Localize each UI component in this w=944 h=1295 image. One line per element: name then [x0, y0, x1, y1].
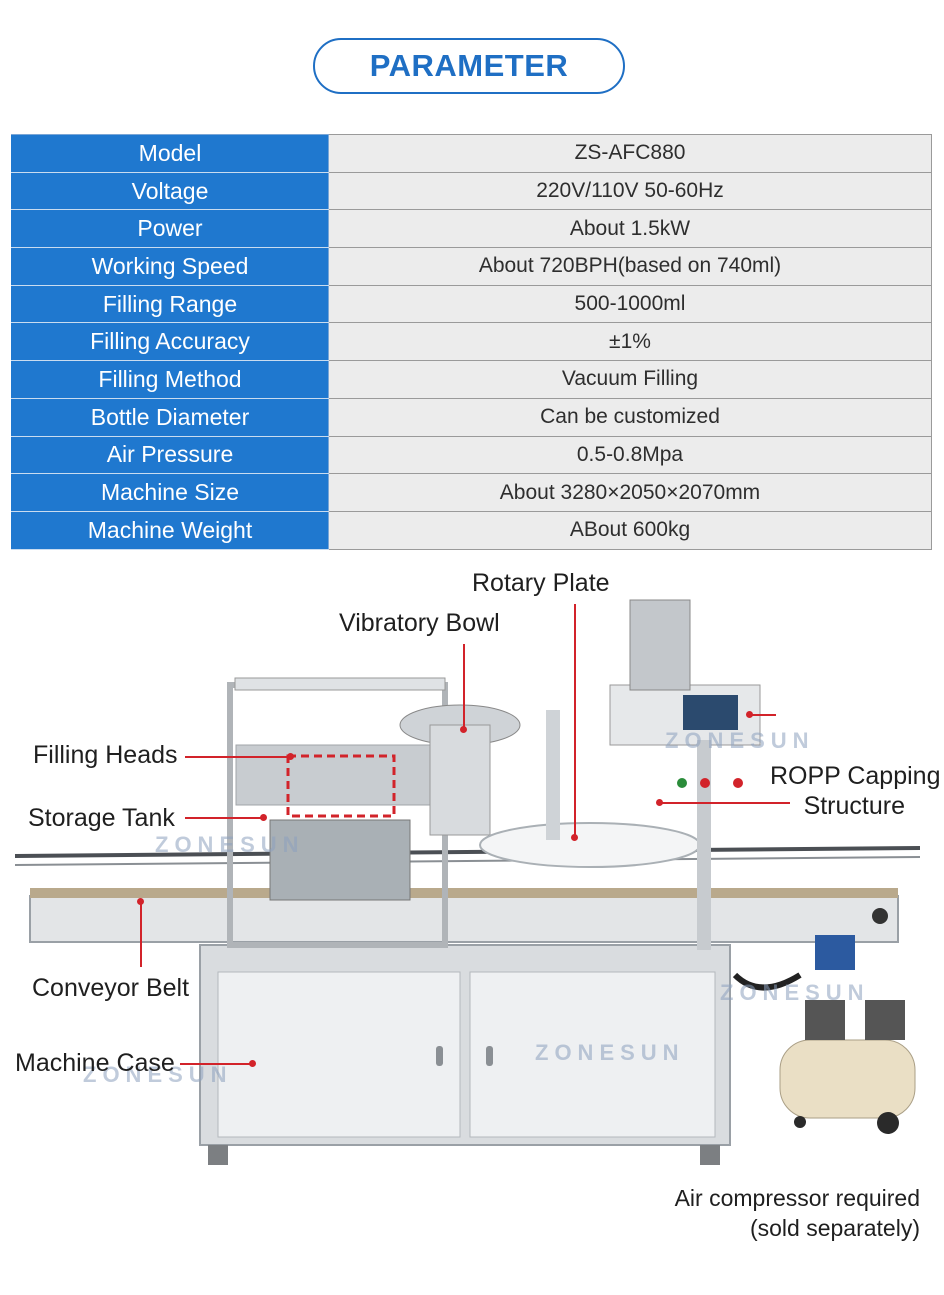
pointer-line [574, 604, 576, 837]
pointer-line [463, 644, 465, 729]
param-value: ZS-AFC880 [328, 134, 932, 173]
param-key: Filling Accuracy [11, 322, 329, 362]
pointer-dot [137, 898, 144, 905]
watermark: ZONESUN [155, 832, 305, 857]
param-key: Model [11, 134, 329, 173]
param-key: Working Speed [11, 247, 329, 286]
param-key: Machine Weight [11, 510, 329, 550]
watermark: ZONESUN [720, 980, 870, 1005]
param-value: ±1% [328, 322, 932, 362]
param-value: ABout 600kg [328, 510, 932, 550]
watermark: ZONESUN [665, 728, 815, 753]
param-key: Machine Size [11, 473, 329, 512]
param-key: Filling Range [11, 284, 329, 324]
param-value: About 1.5kW [328, 209, 932, 249]
param-value: Can be customized [328, 397, 932, 437]
label-vibratory-bowl: Vibratory Bowl [339, 609, 500, 637]
label-rotary-plate: Rotary Plate [472, 569, 610, 597]
param-key: Voltage [11, 171, 329, 211]
watermark: ZONESUN [535, 1040, 685, 1065]
pointer-dot [287, 753, 294, 760]
param-value: 0.5-0.8Mpa [328, 435, 932, 475]
param-key: Filling Method [11, 360, 329, 399]
watermark: ZONESUN [83, 1062, 233, 1087]
label-ropp-line2: Structure [803, 792, 905, 820]
param-value: About 720BPH(based on 740ml) [328, 247, 932, 286]
pointer-line [660, 802, 790, 804]
label-filling-heads: Filling Heads [33, 741, 178, 769]
parameter-title: PARAMETER [313, 38, 625, 94]
param-value: Vacuum Filling [328, 360, 932, 399]
pointer-dot [460, 726, 467, 733]
label-storage-tank: Storage Tank [28, 804, 175, 832]
param-value: 500-1000ml [328, 284, 932, 324]
param-row: Filling Accuracy±1% [11, 322, 932, 362]
machine-illustration: ZONESUN ZONESUN ZONESUN ZONESUN ZONESUN … [0, 560, 944, 1295]
pointer-dot [260, 814, 267, 821]
param-key: Air Pressure [11, 435, 329, 475]
label-conveyor-belt: Conveyor Belt [32, 974, 190, 1002]
label-machine-case: Machine Case [15, 1049, 175, 1077]
param-key: Power [11, 209, 329, 249]
param-key: Bottle Diameter [11, 397, 329, 437]
compressor-note-line2: (sold separately) [749, 1215, 920, 1241]
pointer-line [750, 714, 776, 716]
compressor-note-line1: Air compressor required [674, 1185, 920, 1211]
pointer-line [180, 1063, 252, 1065]
param-value: About 3280×2050×2070mm [328, 473, 932, 512]
label-ropp-line1: ROPP Capping [770, 762, 941, 790]
pointer-line [185, 756, 290, 758]
param-value: 220V/110V 50-60Hz [328, 171, 932, 211]
pointer-dot [656, 799, 663, 806]
machine-drawing [14, 599, 921, 1165]
pointer-dot [249, 1060, 256, 1067]
pointer-dot [746, 711, 753, 718]
pointer-line [185, 817, 263, 819]
pointer-line [140, 902, 142, 967]
pointer-dot [571, 834, 578, 841]
